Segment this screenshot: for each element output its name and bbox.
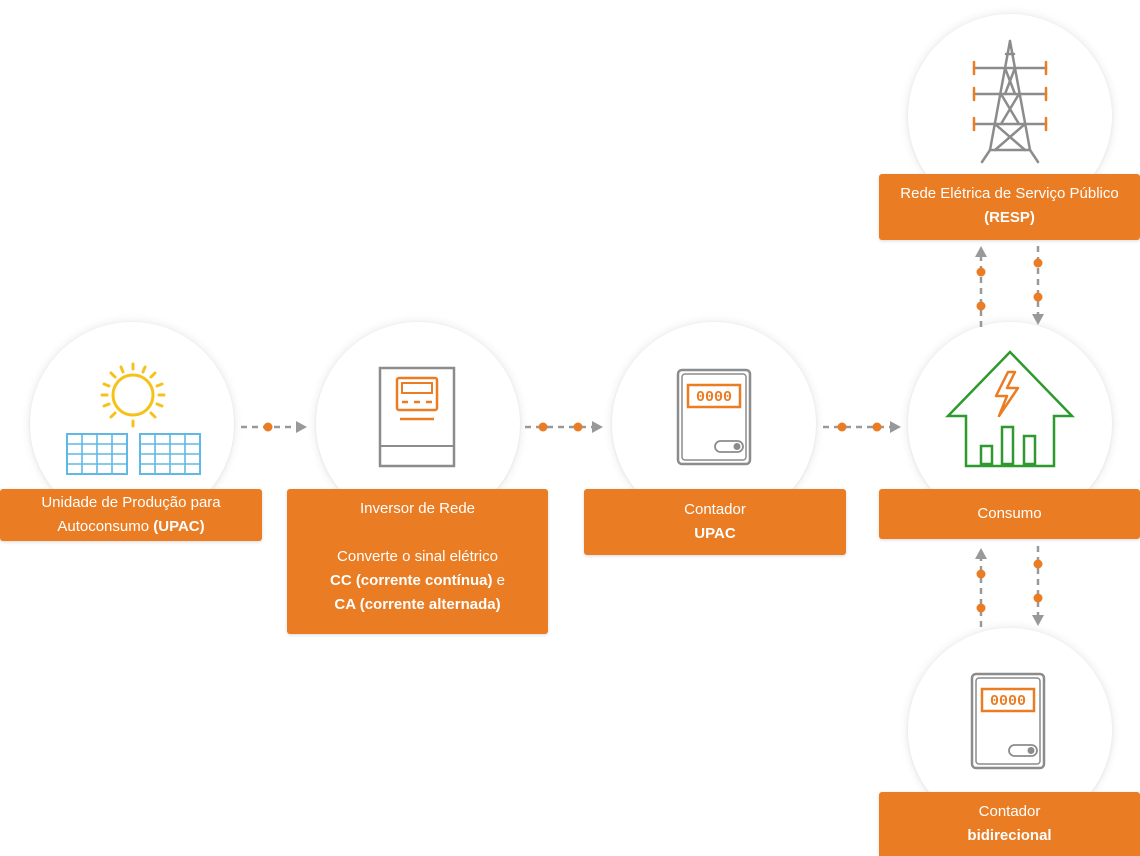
consumption-label: Consumo xyxy=(879,489,1140,539)
bidirectional-meter-display: 0000 xyxy=(990,693,1026,710)
inverter-icon xyxy=(378,366,456,468)
flow-dot xyxy=(976,603,986,613)
meter-icon: 0000 xyxy=(676,368,752,466)
inverter-desc2-bold: CC (corrente contínua) xyxy=(329,572,493,589)
consumption-title: Consumo xyxy=(977,505,1042,522)
upac-label-line2-text: Autoconsumo xyxy=(57,518,154,535)
arrow-head xyxy=(296,421,307,433)
grid-subtitle: (RESP) xyxy=(984,209,1035,226)
bidirectional-meter-label: Contador bidirecional xyxy=(879,792,1140,856)
flow-dot xyxy=(976,569,986,579)
upac-label-line1: Unidade de Produção para xyxy=(41,494,221,511)
meter-upac-title: Contador xyxy=(684,501,746,518)
flow-dot xyxy=(1033,593,1043,603)
house-icon xyxy=(945,350,1075,468)
upac-label: Unidade de Produção para Autoconsumo (UP… xyxy=(0,489,262,541)
transmission-tower-icon xyxy=(972,39,1048,164)
inverter-desc1: Converte o sinal elétrico xyxy=(337,548,498,565)
arrow-head xyxy=(1032,314,1044,325)
bidirectional-meter-subtitle: bidirecional xyxy=(967,827,1052,844)
bidirectional-meter-title: Contador xyxy=(978,803,1041,820)
flow-dot xyxy=(1033,258,1043,268)
arrow-head xyxy=(592,421,603,433)
flow-dot xyxy=(837,422,847,432)
upac-label-line2: Autoconsumo (UPAC) xyxy=(0,515,262,539)
meter-display: 0000 xyxy=(696,389,732,406)
inverter-title: Inversor de Rede xyxy=(359,500,476,517)
flow-dot xyxy=(1033,292,1043,302)
flow-dot xyxy=(1033,559,1043,569)
lightning-icon xyxy=(994,370,1020,418)
inverter-desc2: CC (corrente contínua) e xyxy=(287,569,548,593)
arrow-head xyxy=(975,548,987,559)
flow-dot xyxy=(872,422,882,432)
meter-upac-subtitle: UPAC xyxy=(694,525,736,542)
grid-title: Rede Elétrica de Serviço Público xyxy=(900,185,1119,202)
sun-icon xyxy=(100,362,166,428)
flow-dot xyxy=(263,422,273,432)
flow-dot xyxy=(538,422,548,432)
meter-upac-label: Contador UPAC xyxy=(584,489,846,555)
arrow-head xyxy=(890,421,901,433)
bidirectional-meter-icon: 0000 xyxy=(970,672,1046,770)
inverter-desc2-post: e xyxy=(492,572,506,589)
solar-panel-icon xyxy=(66,362,201,475)
flow-dot xyxy=(976,301,986,311)
flow-dot xyxy=(573,422,583,432)
upac-label-bold: (UPAC) xyxy=(153,518,205,535)
inverter-desc3: CA (corrente alternada) xyxy=(334,596,501,613)
inverter-label: Inversor de Rede Converte o sinal elétri… xyxy=(287,489,548,634)
arrow-head xyxy=(1032,615,1044,626)
grid-label: Rede Elétrica de Serviço Público (RESP) xyxy=(879,174,1140,240)
arrow-head xyxy=(975,246,987,257)
flow-dot xyxy=(976,267,986,277)
inverter-spacer xyxy=(287,521,548,545)
